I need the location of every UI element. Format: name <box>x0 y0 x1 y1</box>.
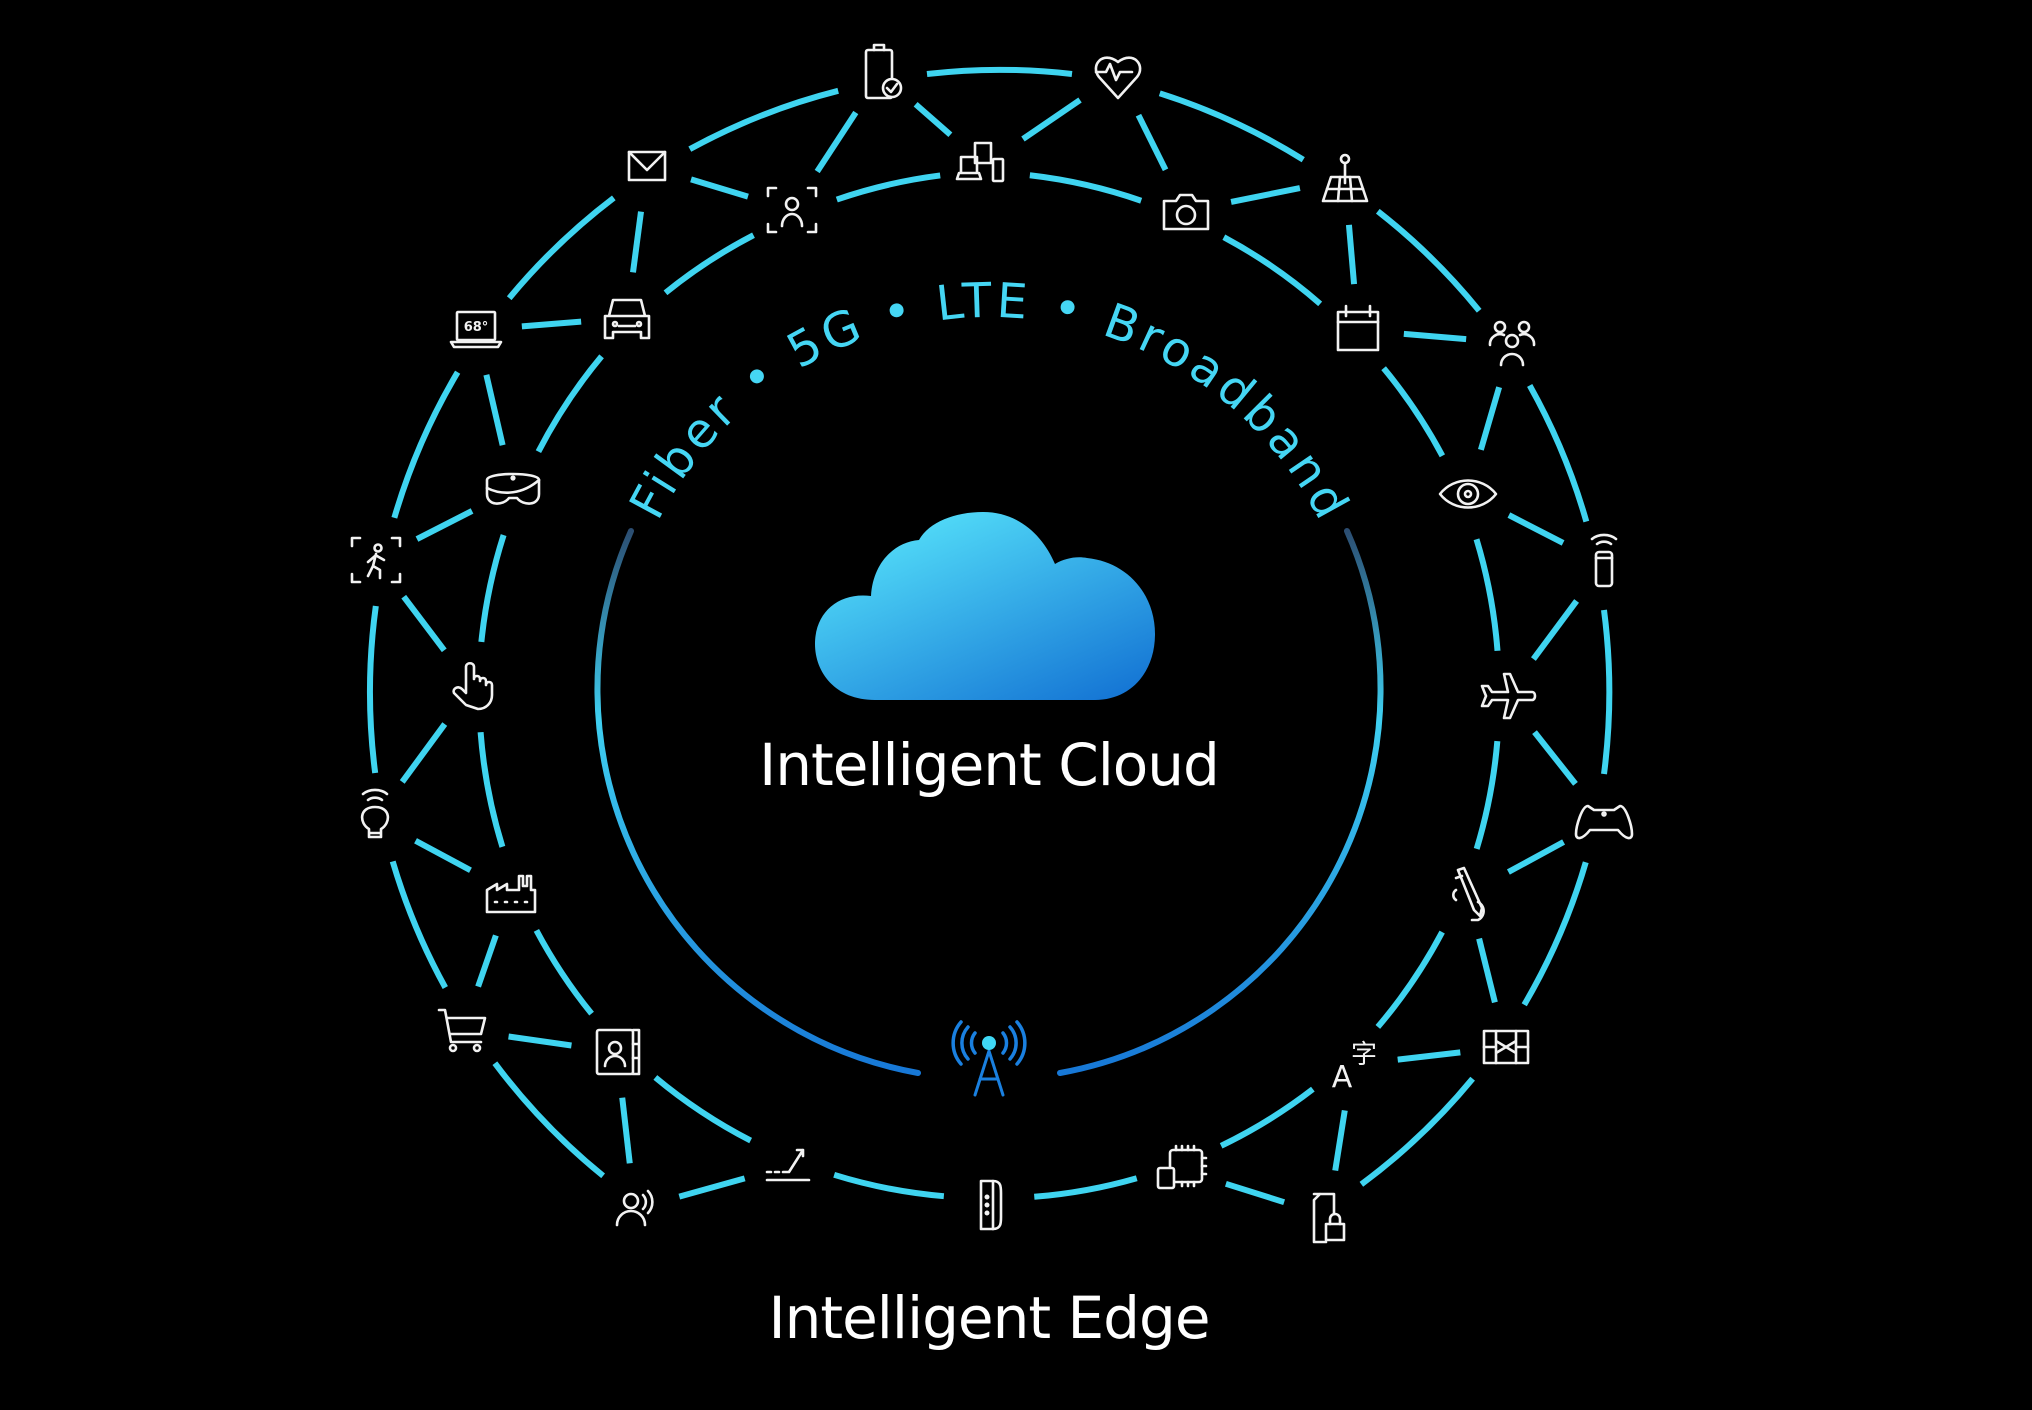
folding-map-icon <box>1482 1029 1530 1065</box>
mail-icon <box>627 150 667 182</box>
intelligent-cloud-title: Intelligent Cloud <box>759 731 1219 799</box>
link-mail-laptop-weather <box>506 195 616 301</box>
link-fitness-band-chip <box>1034 1175 1138 1200</box>
eye-icon <box>1438 479 1498 509</box>
link-shopping-cart-factory <box>475 934 499 988</box>
link-translate-chip <box>1219 1086 1315 1149</box>
clipboard-check-icon <box>864 43 903 100</box>
link-face-detect-devices <box>835 172 941 203</box>
connection-links <box>366 66 1613 1206</box>
link-heart-pulse-map-location <box>1158 90 1305 163</box>
link-laptop-weather-mixed-reality-headset <box>483 374 506 446</box>
map-location-icon <box>1321 153 1369 203</box>
touch-hand-icon <box>452 661 494 711</box>
pen-ink-icon <box>1452 866 1485 922</box>
face-detect-icon <box>766 186 818 234</box>
link-laptop-weather-motion-detect <box>391 370 461 519</box>
chip-icon <box>1156 1144 1208 1190</box>
link-car-mixed-reality-headset <box>535 354 604 454</box>
inner-ring-right <box>1057 528 1384 1076</box>
link-motion-detect-touch-hand <box>401 594 447 653</box>
voice-recognition-icon <box>615 1189 654 1227</box>
link-smart-bulb-factory <box>414 838 472 873</box>
link-sensor-trend-fitness-band <box>833 1171 945 1200</box>
link-clipboard-check-mail <box>688 87 839 152</box>
shopping-cart-icon <box>437 1008 487 1053</box>
link-airplane-pen-ink <box>1473 740 1501 850</box>
link-folding-map-secure-file <box>1359 1076 1475 1187</box>
intelligent-edge-title: Intelligent Edge <box>768 1284 1209 1352</box>
link-mail-face-detect <box>690 176 749 200</box>
game-controller-icon <box>1574 804 1634 840</box>
link-mail-car <box>630 211 644 273</box>
mixed-reality-headset-icon <box>485 472 541 505</box>
smart-speaker-icon <box>1590 533 1618 588</box>
link-people-group-calendar <box>1403 330 1467 343</box>
link-smart-speaker-eye <box>1507 512 1565 546</box>
link-mixed-reality-headset-touch-hand <box>478 534 507 643</box>
link-smart-speaker-game-controller <box>1601 609 1613 775</box>
contact-card-icon <box>595 1028 641 1076</box>
factory-icon <box>485 874 537 914</box>
link-car-face-detect <box>663 232 755 296</box>
link-people-group-eye <box>1477 386 1503 451</box>
link-shopping-cart-contact-card <box>508 1033 572 1049</box>
inner-ring-left <box>594 528 921 1076</box>
link-clipboard-check-heart-pulse <box>926 66 1073 77</box>
link-calendar-eye <box>1381 366 1446 458</box>
link-map-location-people-group <box>1375 208 1482 313</box>
translate-icon: A字 <box>1332 1040 1377 1095</box>
link-voice-recognition-contact-card <box>619 1097 633 1164</box>
link-heart-pulse-camera <box>1135 113 1169 172</box>
link-eye-airplane <box>1473 538 1501 652</box>
link-camera-calendar <box>1222 234 1323 307</box>
link-game-controller-folding-map <box>1521 861 1589 1007</box>
link-game-controller-airplane <box>1532 730 1578 786</box>
secure-file-icon <box>1312 1192 1346 1244</box>
link-devices-camera <box>1029 172 1143 204</box>
link-heart-pulse-devices <box>1021 97 1082 142</box>
link-contact-card-sensor-trend <box>653 1075 753 1144</box>
link-laptop-weather-car <box>521 318 582 330</box>
link-shopping-cart-voice-recognition <box>492 1061 606 1179</box>
cloud-icon <box>815 512 1155 700</box>
cell-tower-icon <box>951 1020 1027 1097</box>
link-touch-hand-factory <box>477 731 506 848</box>
smart-bulb-icon <box>360 788 390 839</box>
car-icon <box>603 298 651 340</box>
link-map-location-camera <box>1230 185 1301 205</box>
link-pen-ink-translate <box>1375 930 1445 1029</box>
laptop-weather-icon: 68° <box>449 310 503 349</box>
people-group-icon <box>1488 320 1536 367</box>
link-smart-speaker-airplane <box>1531 599 1579 661</box>
link-folding-map-translate <box>1397 1049 1461 1063</box>
link-smart-bulb-touch-hand <box>399 722 448 784</box>
link-people-group-smart-speaker <box>1527 383 1590 523</box>
link-voice-recognition-sensor-trend <box>678 1175 746 1200</box>
motion-detect-icon <box>350 536 402 584</box>
calendar-icon <box>1336 304 1380 352</box>
link-folding-map-pen-ink <box>1476 937 1498 1004</box>
connectivity-label: Fiber • 5G • LTE • Broadband <box>619 273 1359 528</box>
link-motion-detect-mixed-reality-headset <box>415 508 474 542</box>
translate-cjk-glyph: 字 <box>1351 1040 1377 1070</box>
airplane-icon <box>1480 672 1537 720</box>
link-secure-file-chip <box>1224 1180 1286 1206</box>
link-motion-detect-smart-bulb <box>366 605 379 774</box>
translate-latin-glyph: A <box>1332 1060 1353 1095</box>
sensor-trend-icon <box>765 1148 811 1182</box>
devices-icon <box>955 141 1005 183</box>
link-clipboard-check-face-detect <box>814 110 859 174</box>
fitness-band-icon <box>979 1179 1003 1231</box>
link-map-location-calendar <box>1345 224 1358 285</box>
link-smart-bulb-shopping-cart <box>389 860 448 989</box>
link-secure-file-translate <box>1332 1109 1348 1172</box>
heart-pulse-icon <box>1094 56 1142 100</box>
link-factory-contact-card <box>533 928 594 1016</box>
link-game-controller-pen-ink <box>1506 839 1566 875</box>
link-clipboard-check-devices <box>913 102 953 137</box>
laptop-temp-label: 68° <box>464 320 489 335</box>
camera-icon <box>1162 193 1210 231</box>
